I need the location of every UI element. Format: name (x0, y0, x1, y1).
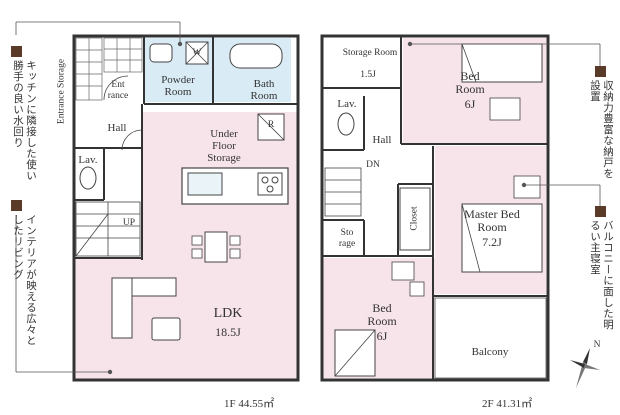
balcony-label: Balcony (471, 346, 509, 358)
bed-room-bottom-label: Bed Room (367, 301, 397, 328)
callout-marker-storage (595, 66, 606, 77)
master-bed-room-size: 7.2J (482, 235, 502, 249)
callout-living: インテリアが映える広々としたリビング (12, 214, 37, 346)
hall-2f-label: Hall (372, 134, 392, 146)
powder-w-label: W (192, 48, 202, 58)
callout-kitchen: キッチンに隣接した使い勝手の良い水回り (12, 60, 37, 181)
lav-1f-label: Lav. (78, 154, 98, 166)
storage-room-label: Storage Room (342, 48, 398, 58)
bed-room-top-size: 6J (464, 97, 476, 111)
powder-room-label: Powder Room (161, 74, 195, 98)
bed-room-bottom-size: 6J (376, 329, 388, 343)
entrance-storage-label: Entrance Storage (56, 58, 67, 125)
callout-marker-balcony (595, 206, 606, 217)
closet-label: Closet (409, 206, 420, 231)
bed-room-top-label: Bed Room (455, 69, 485, 96)
bath-room-label: Bath Room (250, 78, 278, 102)
up-label: UP (122, 218, 136, 228)
under-floor-storage-label: Under Floor Storage (207, 128, 241, 164)
compass-north: N (593, 340, 601, 350)
hall-1f-label: Hall (107, 122, 127, 134)
master-bed-room-label: Master Bed Room (464, 207, 520, 234)
floor1-area: 1F 44.55㎡ (224, 398, 275, 410)
r-mark-label: R (267, 120, 275, 130)
callout-marker-kitchen (11, 46, 22, 57)
ldk-size-label: 18.5J (215, 325, 241, 339)
callout-balcony: バルコニーに面した明るい主寝室 (589, 220, 614, 330)
dn-label: DN (366, 160, 380, 170)
balcony-floor (434, 297, 547, 379)
storage-2f-label: Sto rage (338, 228, 356, 249)
lav-2f-label: Lav. (337, 98, 357, 110)
ldk-label: LDK (213, 306, 243, 321)
storage-room-size: 1.5J (360, 70, 376, 80)
floor2-area: 2F 41.31㎡ (482, 398, 533, 410)
entrance-label: Ent rance (107, 80, 129, 101)
compass-rose (570, 348, 600, 388)
callout-storage: 収納力豊富な納戸を設置 (589, 80, 614, 179)
callout-marker-living (11, 200, 22, 211)
